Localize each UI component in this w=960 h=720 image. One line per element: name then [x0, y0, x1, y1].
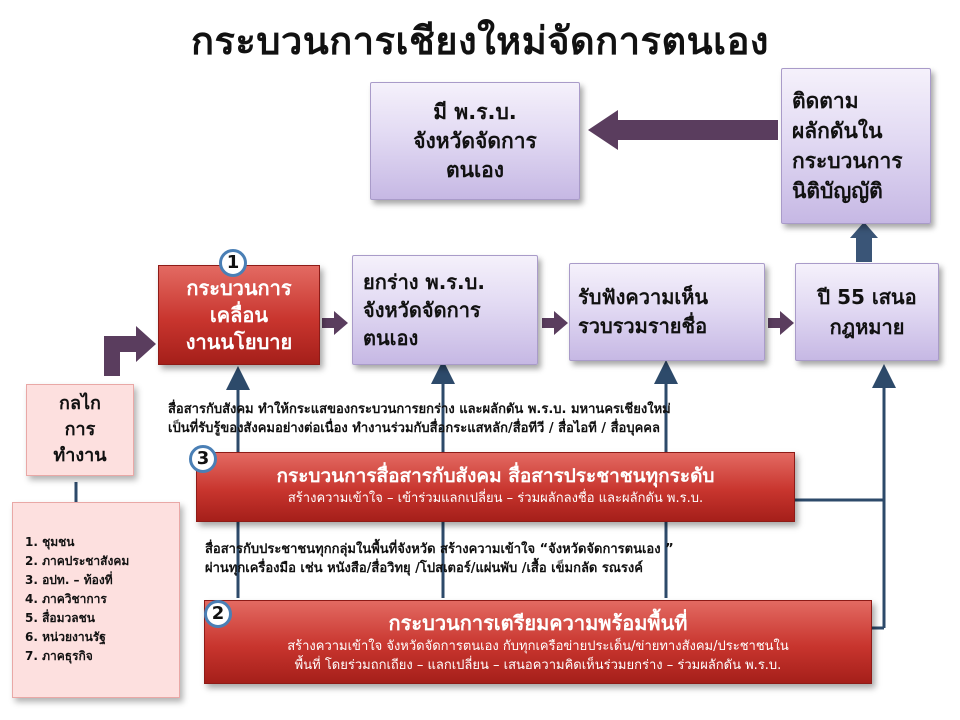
law-line-2: จังหวัดจัดการ	[413, 128, 537, 153]
hearing-line-2: รวบรวมรายชื่อ	[578, 314, 708, 338]
mechanism-line-1: กลไก	[59, 393, 101, 414]
member-item: 4. ภาควิชาการ	[25, 592, 107, 606]
policy-line-3: งานนโยบาย	[185, 329, 293, 354]
arrow-hearing-to-propose	[768, 311, 794, 335]
follow-box: ติดตาม ผลักดันใน กระบวนการ นิติบัญญัติ	[781, 68, 931, 224]
draft-line-3: ตนเอง	[363, 326, 419, 350]
policy-line-1: กระบวนการ	[186, 275, 292, 300]
comm-process-title: กระบวนการสื่อสารกับสังคม สื่อสารประชาชนท…	[276, 465, 715, 487]
badge-one: 1	[219, 249, 247, 277]
mechanism-line-3: ทำงาน	[53, 445, 107, 466]
badge-three: 3	[189, 445, 217, 473]
propose-line-2: กฎหมาย	[829, 315, 905, 339]
law-line-3: ตนเอง	[445, 157, 505, 182]
mechanism-box: กลไก การ ทำงาน	[26, 384, 134, 476]
area-process-bar: กระบวนการเตรียมความพร้อมพื้นที่ สร้างควา…	[204, 600, 872, 684]
page-title: กระบวนการเชียงใหม่จัดการตนเอง	[191, 19, 769, 63]
propose-line-1: ปี 55 เสนอ	[817, 285, 917, 309]
members-box: 1. ชุมชน 2. ภาคประชาสังคม 3. อปท. – ท้อง…	[12, 502, 180, 698]
area-process-title: กระบวนการเตรียมความพร้อมพื้นที่	[388, 611, 688, 635]
policy-line-2: เคลื่อน	[209, 302, 269, 327]
arrow-policy-to-draft	[322, 311, 348, 335]
area-note: สื่อสารกับประชาชนทุกกลุ่มในพื้นที่จังหวั…	[205, 540, 674, 578]
arrow-propose-to-follow	[850, 222, 878, 262]
draft-line-1: ยกร่าง พ.ร.บ.	[363, 270, 485, 294]
comm-note: สื่อสารกับสังคม ทำให้กระแสของกระบวนการยก…	[168, 400, 671, 438]
hearing-line-1: รับฟังความเห็น	[578, 285, 709, 309]
area-process-desc-1: สร้างความเข้าใจ จังหวัดจัดการตนเอง กับทุ…	[287, 639, 789, 654]
member-item: 7. ภาคธุรกิจ	[25, 649, 93, 663]
follow-line-1: ติดตาม	[792, 89, 859, 113]
comm-process-bar: กระบวนการสื่อสารกับสังคม สื่อสารประชาชนท…	[196, 452, 795, 522]
comm-note-line-1: สื่อสารกับสังคม ทำให้กระแสของกระบวนการยก…	[168, 402, 671, 417]
follow-line-3: กระบวนการ	[792, 149, 903, 173]
propose-box: ปี 55 เสนอ กฎหมาย	[795, 263, 939, 361]
comm-note-line-2: เป็นที่รับรู้ของสังคมอย่างต่อเนื่อง ทำงา…	[168, 421, 660, 436]
badge-two: 2	[204, 600, 232, 628]
follow-line-4: นิติบัญญัติ	[792, 179, 883, 203]
hearing-box: รับฟังความเห็น รวบรวมรายชื่อ	[569, 263, 765, 361]
area-process-desc-2: พื้นที่ โดยร่วมถกเถียง – แลกเปลี่ยน – เส…	[294, 658, 782, 673]
member-item: 5. สื่อมวลชน	[25, 611, 95, 625]
arrow-draft-to-hearing	[542, 311, 568, 335]
law-line-1: มี พ.ร.บ.	[433, 99, 517, 124]
member-item: 3. อปท. – ท้องที่	[25, 573, 113, 587]
policy-box: กระบวนการ เคลื่อน งานนโยบาย	[158, 265, 320, 365]
arrow-follow-to-law	[588, 110, 778, 150]
member-item: 1. ชุมชน	[25, 535, 75, 549]
area-note-line-2: ผ่านทุกเครื่องมือ เช่น หนังสือ/สื่อวิทยุ…	[205, 561, 643, 576]
draft-line-2: จังหวัดจัดการ	[363, 298, 481, 322]
mechanism-line-2: การ	[64, 419, 96, 440]
arrow-mechanism-to-policy	[104, 326, 156, 376]
member-item: 2. ภาคประชาสังคม	[25, 554, 130, 568]
law-box: มี พ.ร.บ. จังหวัดจัดการ ตนเอง	[370, 82, 580, 200]
follow-line-2: ผลักดันใน	[792, 119, 883, 143]
member-item: 6. หน่วยงานรัฐ	[25, 630, 106, 644]
area-note-line-1: สื่อสารกับประชาชนทุกกลุ่มในพื้นที่จังหวั…	[205, 542, 674, 557]
comm-process-desc: สร้างความเข้าใจ – เข้าร่วมแลกเปลี่ยน – ร…	[287, 491, 704, 506]
draft-box: ยกร่าง พ.ร.บ. จังหวัดจัดการ ตนเอง	[352, 255, 538, 365]
